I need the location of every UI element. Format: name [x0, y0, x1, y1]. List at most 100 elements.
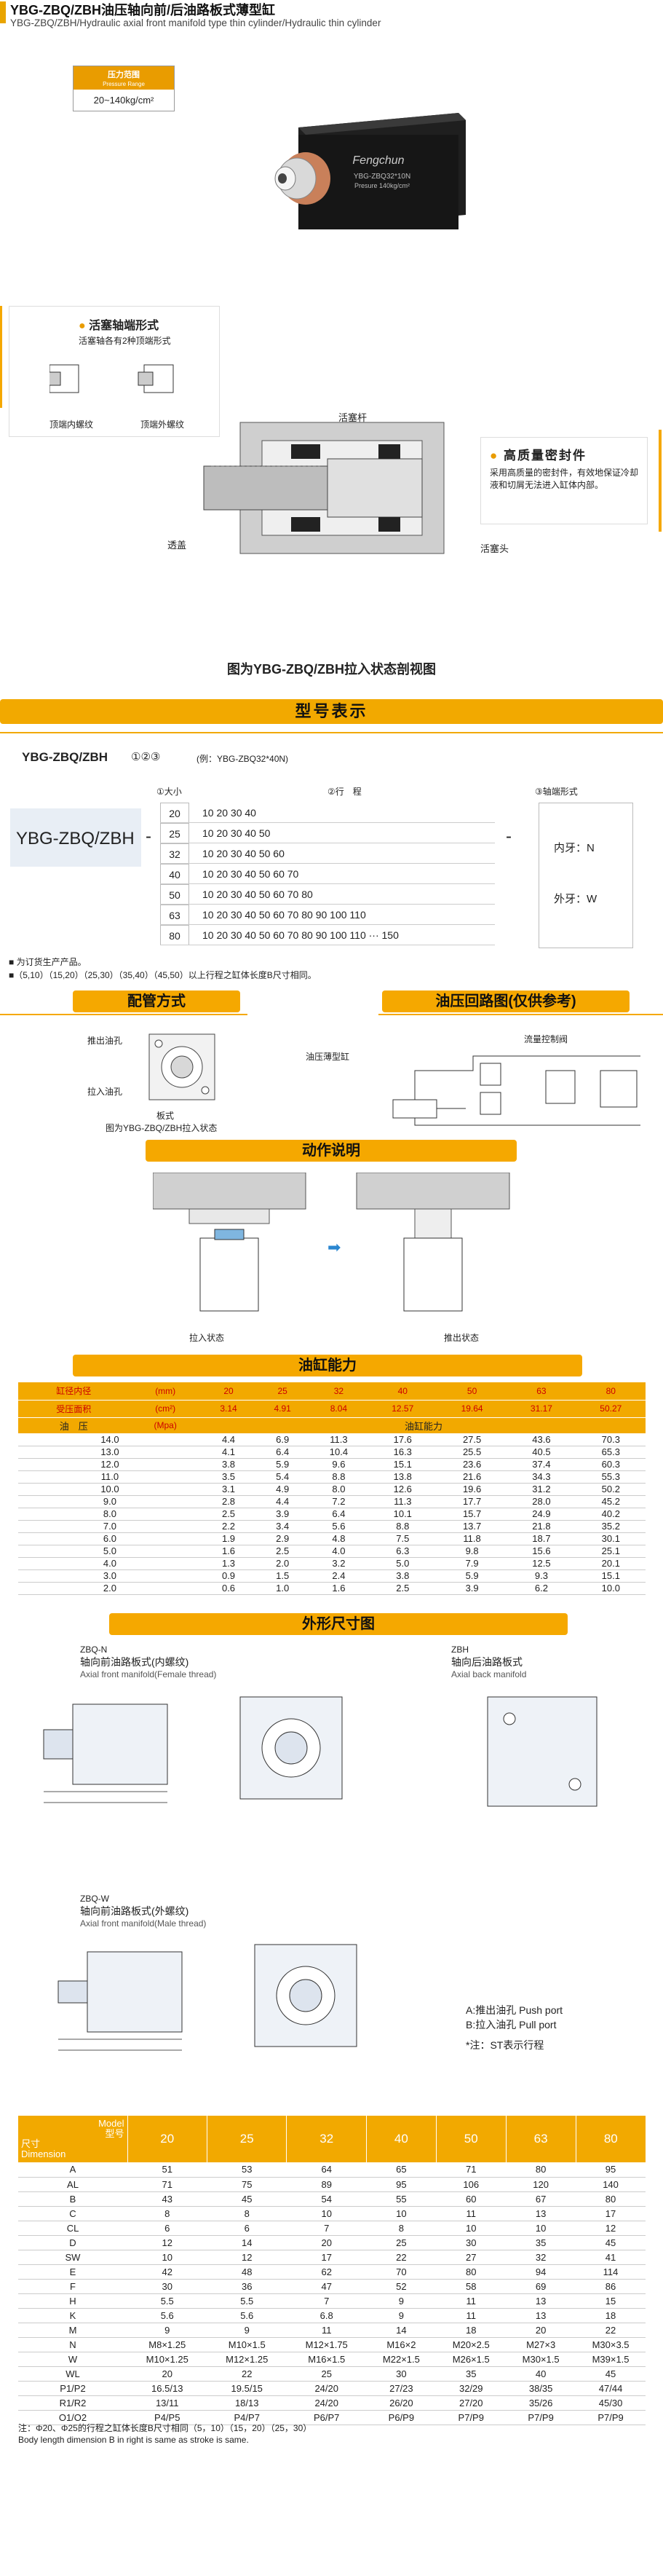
dim-cell: M30×1.5 — [506, 2352, 576, 2367]
capacity-value: 17.6 — [368, 1433, 437, 1446]
dash-2: - — [506, 827, 512, 846]
dim-cell: 27/20 — [436, 2395, 507, 2411]
dim-cell: 53 — [207, 2162, 287, 2178]
stroke-values: 10 20 30 40 50 60 70 80 — [202, 889, 313, 900]
dim-cell: 9 — [127, 2323, 207, 2338]
dim-cell: E — [18, 2264, 127, 2280]
dim-cell: M30×3.5 — [576, 2337, 646, 2352]
stroke-values: 10 20 30 40 50 60 — [202, 848, 285, 859]
capacity-value: 5.6 — [309, 1520, 368, 1533]
capacity-value: 50.2 — [576, 1483, 646, 1496]
dim-cell: 14 — [366, 2323, 437, 2338]
seal-title: ● 高质量密封件 — [490, 445, 587, 463]
dim-cell: M8×1.25 — [127, 2337, 207, 2352]
dim-model: 32 — [286, 2116, 367, 2162]
capacity-value: 2.5 — [255, 1545, 310, 1558]
size-value: 25 — [160, 823, 189, 843]
dim-cell: 95 — [576, 2162, 646, 2178]
circuit-heading: 油压回路图(仅供参考) — [382, 990, 630, 1012]
capacity-value: 15.1 — [368, 1458, 437, 1471]
dim-cell: 11 — [436, 2293, 507, 2309]
capacity-header-cell: (Mpa) — [129, 1417, 202, 1433]
size-value: 80 — [160, 925, 189, 945]
end-form-box: 内牙：N 外牙：W — [539, 803, 633, 948]
capacity-header-cell: 32 — [309, 1382, 368, 1401]
capacity-value: 2.5 — [201, 1508, 256, 1521]
capacity-header-cell: 油 压 — [18, 1417, 130, 1433]
pressure-value: 20~140kg/cm² — [93, 95, 154, 106]
capacity-value: 10.4 — [309, 1446, 368, 1459]
capacity-value: 3.9 — [437, 1582, 507, 1595]
size-value: 40 — [160, 864, 189, 883]
dim-cell: M27×3 — [506, 2337, 576, 2352]
dim-cell: 36 — [207, 2279, 287, 2294]
dim-cell: 32 — [506, 2250, 576, 2265]
model-code: YBG-ZBQ/ZBH — [22, 750, 108, 764]
pressure-cell: 12.0 — [18, 1458, 202, 1471]
rod-end-title: ● 活塞轴端形式 — [79, 315, 159, 333]
capacity-value: 7.5 — [368, 1532, 437, 1545]
capacity-header-cell: 40 — [368, 1382, 437, 1401]
capacity-value: 15.7 — [437, 1508, 507, 1521]
capacity-value: 5.4 — [255, 1470, 310, 1484]
size-value: 32 — [160, 843, 189, 863]
pressure-cell: 3.0 — [18, 1569, 202, 1583]
capacity-value: 10.1 — [368, 1508, 437, 1521]
capacity-value: 4.9 — [255, 1483, 310, 1496]
dim-cell: 71 — [127, 2177, 207, 2192]
zbqw-title: 轴向前油路板式(外螺纹) — [80, 1905, 189, 1917]
dim-cell: 9 — [366, 2293, 437, 2309]
dim-cell: 62 — [286, 2264, 367, 2280]
pressure-cell: 5.0 — [18, 1545, 202, 1558]
capacity-header-cell: 20 — [201, 1382, 256, 1401]
zbqn-en: Axial front manifold(Female thread) — [80, 1669, 217, 1679]
dim-cell: P7/P9 — [436, 2410, 507, 2425]
dim-cell: M20×2.5 — [436, 2337, 507, 2352]
dim-cell: 17 — [286, 2250, 367, 2265]
capacity-header-cell: 4.91 — [255, 1400, 310, 1418]
capacity-header-cell: 80 — [576, 1382, 646, 1401]
capacity-header-cell: (cm²) — [129, 1400, 202, 1418]
capacity-header-cell: 8.04 — [309, 1400, 368, 1418]
pressure-box: 压力范围 Pressure Range 20~140kg/cm² — [73, 66, 175, 111]
cutaway-drawing — [203, 422, 445, 554]
capacity-value: 10.0 — [576, 1582, 646, 1595]
dim-cell: 12 — [576, 2221, 646, 2236]
model-line — [0, 732, 663, 733]
dim-cell: 26/20 — [366, 2395, 437, 2411]
end-male-label: 顶端外螺纹 — [140, 420, 185, 430]
seal-title-text: 高质量密封件 — [504, 449, 587, 462]
capacity-value: 21.6 — [437, 1470, 507, 1484]
dim-cell: M16×2 — [366, 2337, 437, 2352]
dim-model: 40 — [365, 2116, 437, 2162]
dim-cell: 24/20 — [286, 2381, 367, 2396]
dim-cell: 5.6 — [127, 2308, 207, 2323]
capacity-value: 15.1 — [576, 1569, 646, 1583]
capacity-header-cell: (mm) — [129, 1382, 202, 1401]
dim-size-head-en: Dimension — [21, 2148, 66, 2159]
capacity-header-row: 油 压(Mpa)油缸能力 — [18, 1417, 646, 1433]
dim-cell: 43 — [127, 2191, 207, 2207]
dim-cell: 40 — [506, 2366, 576, 2382]
capacity-value: 1.6 — [309, 1582, 368, 1595]
capacity-value: 1.3 — [201, 1557, 256, 1570]
dim-cell: 30 — [127, 2279, 207, 2294]
col-end-head: ③轴端形式 — [535, 787, 578, 797]
pressure-cell: 8.0 — [18, 1508, 202, 1521]
dim-cell: 6.8 — [286, 2308, 367, 2323]
